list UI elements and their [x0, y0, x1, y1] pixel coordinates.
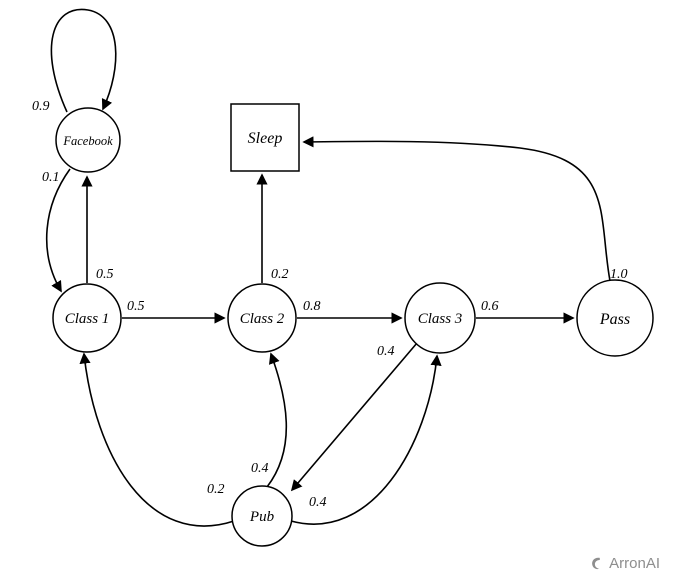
- edge-facebook-to-class1: [45, 168, 71, 293]
- class2-circle: [227, 283, 297, 353]
- watermark-text: ArronAI: [609, 555, 660, 572]
- edges-layer: [45, 8, 611, 527]
- edge-pub-to-class2: [266, 352, 288, 488]
- class3-circle: [404, 282, 476, 354]
- facebook-circle: [55, 107, 121, 173]
- prob-facebook-self: 0.9: [32, 99, 50, 114]
- node-class3: Class 3: [404, 282, 476, 354]
- prob-class1-class2: 0.5: [127, 299, 145, 314]
- prob-facebook-class1: 0.1: [42, 170, 60, 185]
- sleep-square: [230, 103, 300, 172]
- pub-label: Pub: [249, 509, 275, 525]
- prob-class1-facebook: 0.5: [96, 267, 114, 282]
- prob-pub-class3: 0.4: [309, 495, 327, 510]
- arronai-logo-icon: [592, 557, 600, 570]
- pass-circle: [576, 279, 654, 357]
- edge-facebook-self-loop: [50, 8, 117, 113]
- edge-class3-to-pub: [290, 342, 418, 492]
- node-facebook: Facebook: [55, 107, 121, 173]
- pass-label: Pass: [599, 311, 630, 328]
- class1-circle: [52, 283, 122, 353]
- node-sleep: Sleep: [230, 103, 300, 172]
- prob-pub-class1: 0.2: [207, 482, 225, 497]
- prob-class2-class3: 0.8: [303, 299, 321, 314]
- class1-label: Class 1: [65, 311, 110, 327]
- facebook-label: Facebook: [62, 134, 113, 148]
- class2-label: Class 2: [240, 311, 285, 327]
- nodes-layer: Facebook Sleep Class 1 Class 2 Class 3 P: [52, 103, 654, 547]
- prob-class3-pub: 0.4: [377, 344, 395, 359]
- edge-labels-layer: 0.9 0.1 0.5 0.5 0.2 0.8 0.6 1.0 0.4 0.4 …: [32, 99, 628, 510]
- pub-circle: [231, 485, 293, 547]
- edge-pass-to-sleep: [302, 136, 611, 282]
- edge-pub-to-class3: [290, 354, 442, 525]
- node-pub: Pub: [231, 485, 293, 547]
- prob-pass-sleep: 1.0: [610, 267, 628, 282]
- prob-class2-sleep: 0.2: [271, 267, 289, 282]
- class3-label: Class 3: [418, 311, 463, 327]
- watermark: ArronAI: [589, 555, 660, 572]
- prob-pub-class2: 0.4: [251, 461, 269, 476]
- prob-class3-pass: 0.6: [481, 299, 499, 314]
- node-class1: Class 1: [52, 283, 122, 353]
- edge-pub-to-class1: [79, 352, 235, 527]
- node-class2: Class 2: [227, 283, 297, 353]
- sleep-label: Sleep: [248, 130, 283, 147]
- node-pass: Pass: [576, 279, 654, 357]
